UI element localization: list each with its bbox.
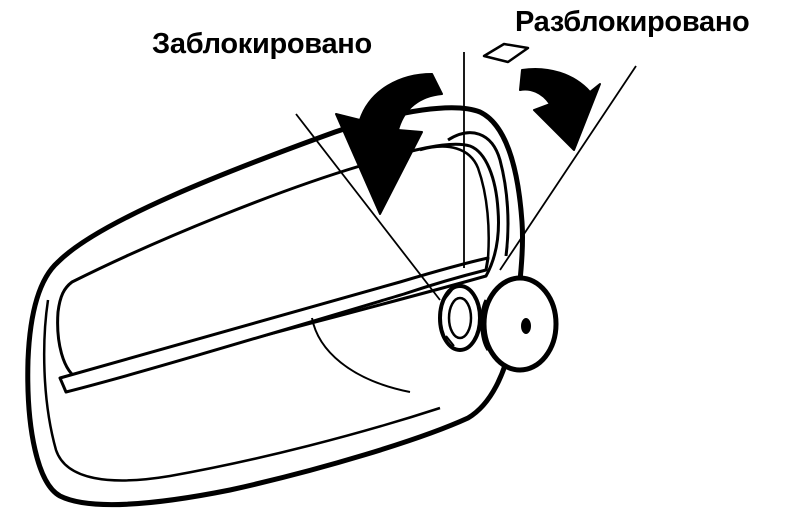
key-slot-indicator <box>482 42 530 64</box>
handle-bezel-inner-line <box>42 299 441 482</box>
handle-arm-inner <box>419 145 490 259</box>
handle-recess-outline <box>56 142 500 382</box>
key-head <box>480 275 559 373</box>
handle-arm <box>447 131 510 257</box>
unlocked-arrow <box>519 68 601 151</box>
locked-label: Заблокировано <box>152 28 372 60</box>
reference-line-unlocked <box>499 65 637 271</box>
lock-cylinder <box>438 284 482 352</box>
reference-line-locked <box>295 113 441 301</box>
pocket-arc <box>311 317 411 393</box>
handle-lever <box>58 256 490 394</box>
locked-arrow <box>335 73 443 215</box>
unlocked-label: Разблокировано <box>515 6 750 38</box>
